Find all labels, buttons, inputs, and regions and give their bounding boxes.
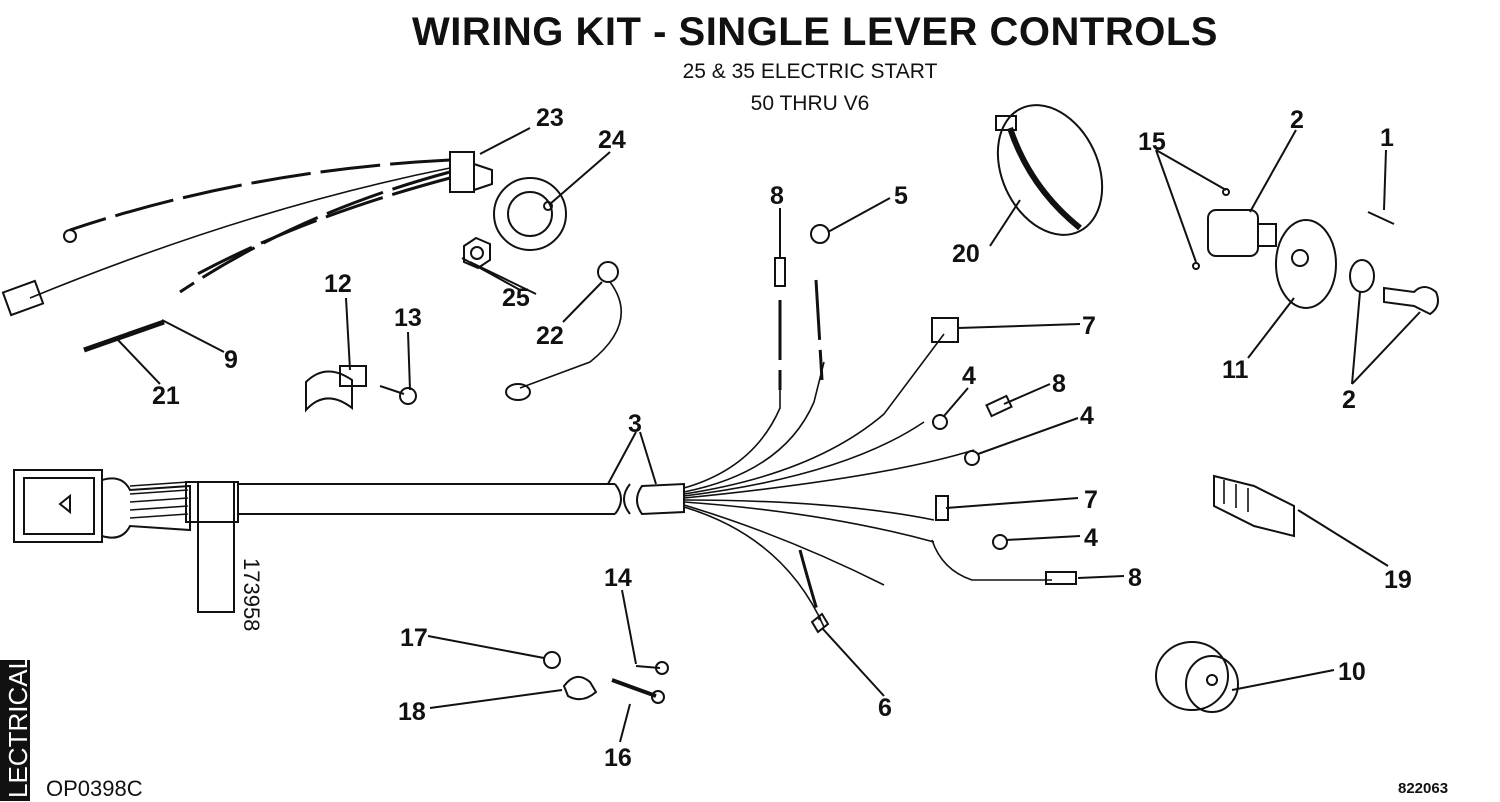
mounting-plate-24 — [493, 177, 567, 251]
callout-2-top: 2 — [1290, 106, 1304, 134]
callout-25: 25 — [502, 284, 530, 312]
callout-7-bottom: 7 — [1084, 486, 1098, 514]
callout-22: 22 — [536, 322, 564, 350]
terminals — [774, 224, 1077, 634]
callout-5: 5 — [894, 182, 908, 210]
callout-8-mid: 8 — [1052, 370, 1066, 398]
callout-21: 21 — [152, 382, 180, 410]
callout-11: 11 — [1222, 356, 1249, 384]
callout-4-bottom: 4 — [1084, 524, 1098, 552]
callout-12: 12 — [324, 270, 352, 298]
leader-lines — [117, 127, 1421, 743]
callout-24: 24 — [598, 126, 626, 154]
callout-4-mid: 4 — [1080, 402, 1094, 430]
callout-3: 3 — [628, 410, 642, 438]
callout-20: 20 — [952, 240, 980, 268]
hardware-small — [543, 651, 669, 704]
callout-1: 1 — [1380, 124, 1394, 152]
diagram-title: WIRING KIT - SINGLE LEVER CONTROLS — [412, 10, 1218, 54]
diagram-subtitle-2: 50 THRU V6 — [750, 92, 870, 115]
harness-wires — [683, 279, 1052, 628]
callout-6: 6 — [878, 694, 892, 722]
figure-code: OP0398C — [46, 776, 143, 801]
drawing-number: 822063 — [1398, 780, 1449, 797]
nut-25 — [463, 236, 491, 270]
callout-14: 14 — [604, 564, 632, 592]
ignition-switch — [1192, 188, 1439, 316]
switch-10 — [1155, 641, 1239, 713]
callout-23: 23 — [536, 104, 564, 132]
screw-13 — [379, 385, 417, 405]
callout-10: 10 — [1338, 658, 1366, 686]
section-tab-label: LECTRICAL — [3, 654, 33, 798]
lead-22 — [505, 261, 623, 401]
callout-8-top: 8 — [770, 182, 784, 210]
callout-16: 16 — [604, 744, 632, 772]
callout-18: 18 — [398, 698, 426, 726]
callout-4-top: 4 — [962, 362, 976, 390]
callout-9: 9 — [224, 346, 238, 374]
callout-17: 17 — [400, 624, 428, 652]
callout-7-top: 7 — [1082, 312, 1096, 340]
connector-19 — [1213, 474, 1295, 538]
callout-13: 13 — [394, 304, 422, 332]
wire-leads-23 — [1, 151, 493, 353]
callout-numbers: 23 24 25 22 12 13 9 21 3 8 5 7 4 8 4 7 4… — [152, 104, 1412, 772]
callout-19: 19 — [1384, 566, 1412, 594]
cable-part-number: 173958 — [239, 558, 264, 631]
diagram-subtitle-1: 25 & 35 ELECTRIC START — [682, 60, 938, 83]
callout-15: 15 — [1138, 128, 1166, 156]
callout-8-bottom: 8 — [1128, 564, 1142, 592]
clamp-12 — [305, 365, 367, 413]
tie-strap-20 — [995, 104, 1104, 236]
section-tab: LECTRICAL — [0, 655, 33, 801]
callout-2-bottom: 2 — [1342, 386, 1356, 414]
main-cable-harness: 173958 — [13, 469, 685, 631]
